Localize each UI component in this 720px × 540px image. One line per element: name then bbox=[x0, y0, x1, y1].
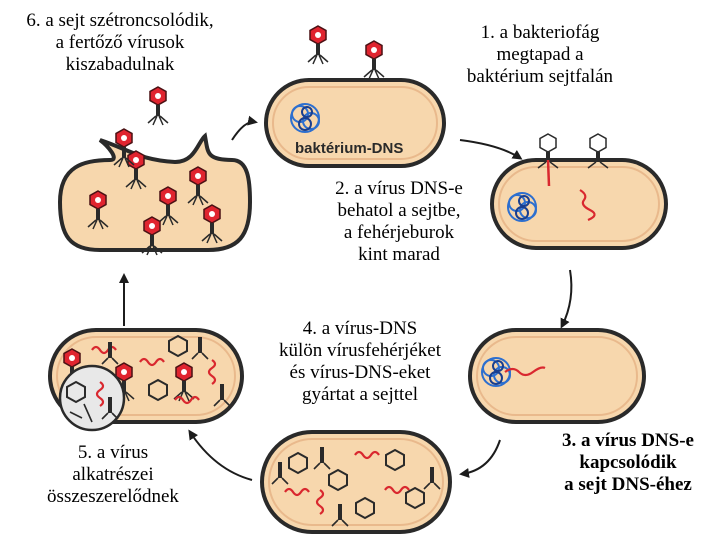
cell-step1 bbox=[264, 78, 446, 168]
bacterium-dna-label: baktérium-DNS bbox=[295, 140, 403, 157]
attached-phage-left bbox=[307, 25, 329, 65]
cell-step2 bbox=[490, 158, 668, 250]
released-phage bbox=[147, 86, 169, 126]
arrow-4-to-5 bbox=[188, 429, 253, 481]
step4-label: 4. a vírus-DNS külön vírusfehérjéket és … bbox=[279, 318, 441, 405]
step3-label: 3. a vírus DNS-e kapcsolódik a sejt DNS-… bbox=[562, 430, 694, 495]
cell-step3 bbox=[468, 328, 646, 424]
cycle-arrows bbox=[119, 115, 573, 481]
arrow-3-to-4 bbox=[459, 439, 501, 478]
empty-phage-coat-right bbox=[587, 133, 609, 169]
step6-label: 6. a sejt szétroncsolódik, a fertőző vír… bbox=[26, 10, 214, 75]
cell-step4 bbox=[260, 430, 452, 534]
step2-label: 2. a vírus DNS-e behatol a sejtbe, a feh… bbox=[335, 178, 463, 265]
cell-step6 bbox=[57, 128, 253, 256]
empty-phage-coat-left bbox=[537, 133, 559, 187]
arrow-6-to-1 bbox=[231, 115, 258, 141]
magnifier-inset bbox=[58, 364, 126, 432]
step1-label: 1. a bakteriofág megtapad a baktérium se… bbox=[466, 22, 614, 87]
step5-label: 5. a vírus alkatrészei összeszerelődnek bbox=[47, 442, 179, 507]
attached-phage-right bbox=[363, 40, 385, 80]
arrow-2-to-3 bbox=[560, 269, 573, 329]
arrow-1-to-2 bbox=[459, 139, 523, 160]
